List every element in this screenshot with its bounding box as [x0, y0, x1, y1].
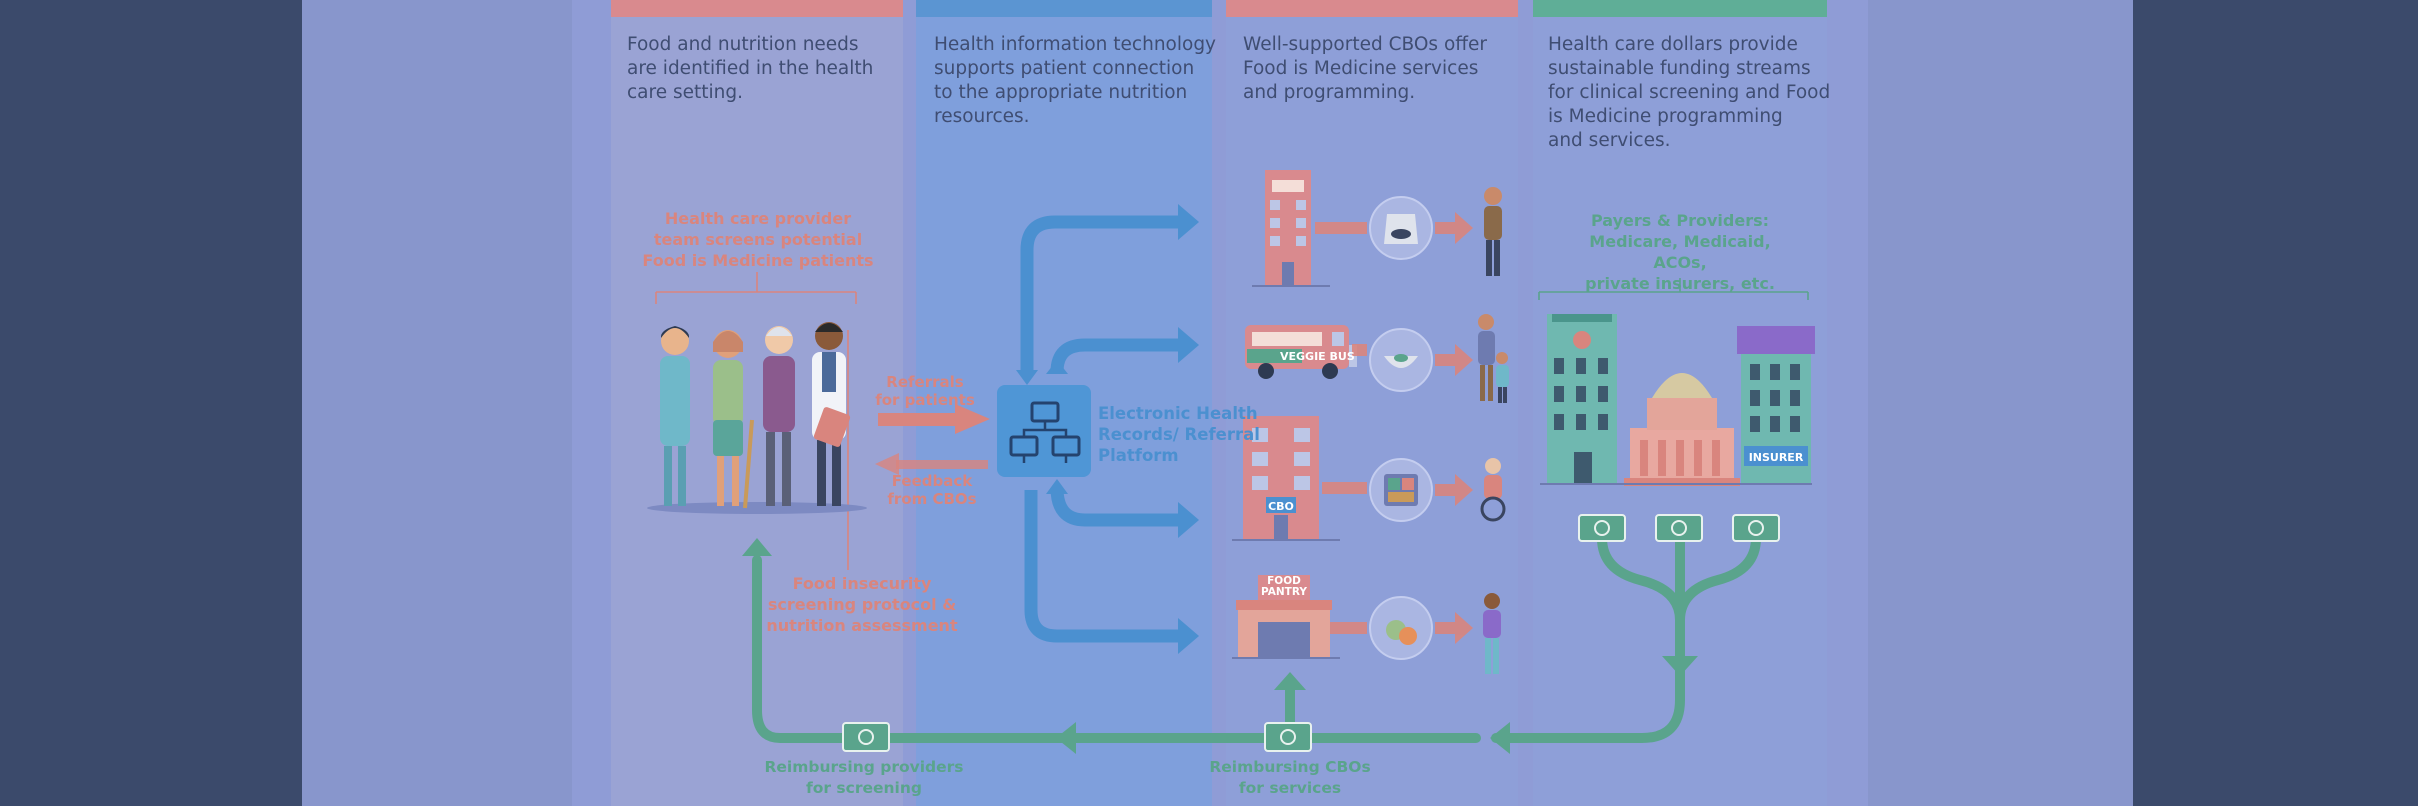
- provider-team-label: Health care provider team screens potent…: [642, 209, 874, 270]
- funding-arrowheads: [742, 538, 1698, 754]
- column-header-services: [1226, 0, 1518, 17]
- description-funding: Health care dollars provide sustainable …: [1548, 34, 1831, 151]
- services-rows: [1232, 170, 1509, 674]
- dollar-bill-icon: [842, 514, 1780, 752]
- column-header-funding: [1533, 0, 1827, 17]
- woman-figure: [713, 330, 743, 506]
- hospital-icon: [1252, 170, 1330, 287]
- wheelchair-person-icon: [1480, 458, 1506, 522]
- doctor-figure: [812, 322, 851, 506]
- food-pantry-icon: [1232, 575, 1340, 659]
- column-header-screening: [611, 0, 903, 17]
- referrals-label: Referrals for patients: [875, 373, 975, 409]
- capitol-icon: [1624, 373, 1740, 486]
- family-icon: [1478, 314, 1509, 403]
- description-screening: Food and nutrition needs are identified …: [627, 34, 874, 103]
- ehr-label: Electronic Health Records/ Referral Plat…: [1098, 404, 1260, 465]
- referral-arrow: [878, 404, 990, 434]
- computer-network-icon: [997, 385, 1091, 477]
- veggie-bus-sign: VEGGIE BUS: [1280, 350, 1355, 363]
- screening-protocol-label: Food insecurity screening protocol & nut…: [766, 574, 958, 635]
- funding-lines: [752, 533, 1761, 743]
- provider-bracket: [655, 272, 857, 570]
- description-referral: Health information technology supports p…: [934, 34, 1217, 127]
- nurse-figure: [660, 326, 690, 506]
- cbo-building-icon: [1232, 416, 1340, 541]
- hospital-building-funding: [1547, 314, 1617, 484]
- reimburse-providers-label: Reimbursing providers for screening: [764, 758, 964, 797]
- feedback-label: Feedback from CBOs: [887, 472, 977, 508]
- feedback-arrow: [875, 453, 988, 475]
- child-icon: [1483, 593, 1501, 674]
- cbo-sign: CBO: [1268, 500, 1294, 513]
- description-services: Well-supported CBOs offer Food is Medici…: [1243, 34, 1487, 103]
- reimburse-cbos-label: Reimbursing CBOs for services: [1209, 758, 1371, 797]
- insurer-sign: INSURER: [1749, 451, 1804, 464]
- payers-bracket: [1538, 278, 1809, 300]
- food-pantry-sign: FOOD PANTRY: [1261, 575, 1307, 598]
- column-header-referral: [916, 0, 1212, 17]
- person-icon: [1484, 187, 1502, 276]
- payers-label: Payers & Providers: Medicare, Medicaid, …: [1585, 211, 1775, 293]
- referral-network-arrowheads: [1016, 204, 1199, 654]
- elderly-man-figure: [743, 326, 795, 509]
- insurer-building-icon: [1737, 326, 1815, 484]
- provider-team-people: [647, 322, 867, 514]
- column-bg-services: [1226, 0, 1518, 806]
